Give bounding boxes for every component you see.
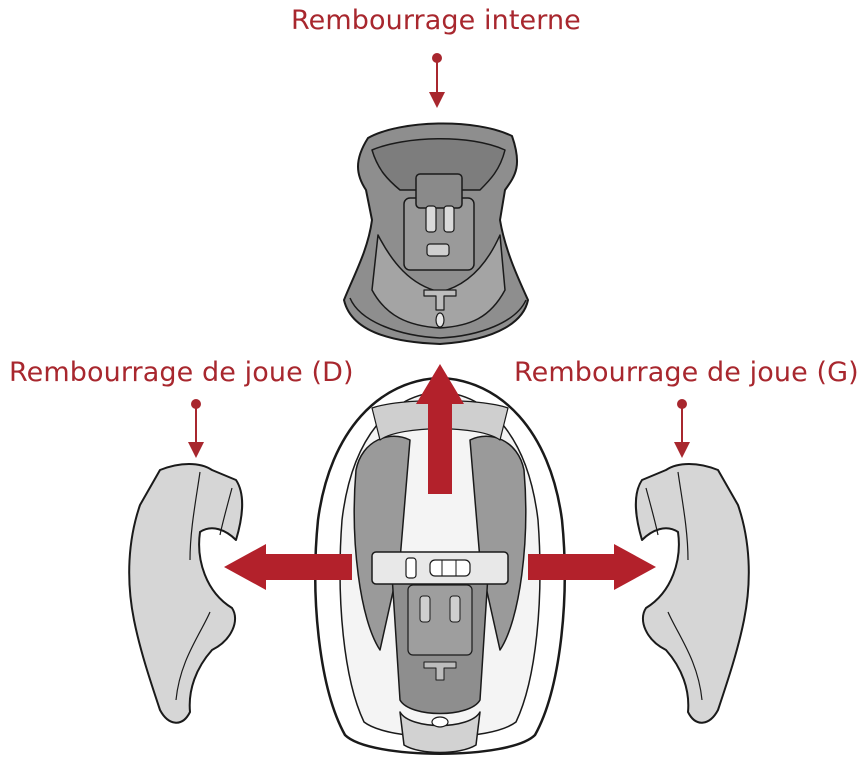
inner-pad [344, 123, 528, 344]
label-cheek-pad-right: Rembourrage de joue (D) [9, 358, 354, 388]
label-inner-pad: Rembourrage interne [291, 6, 581, 36]
cheek-pad-right [129, 464, 242, 723]
callout-cheek-pad-left [674, 400, 690, 459]
label-cheek-pad-left: Rembourrage de joue (G) [514, 358, 859, 388]
callout-cheek-pad-right [188, 400, 204, 459]
callout-inner-pad [429, 54, 445, 109]
cheek-pad-left [636, 464, 749, 723]
